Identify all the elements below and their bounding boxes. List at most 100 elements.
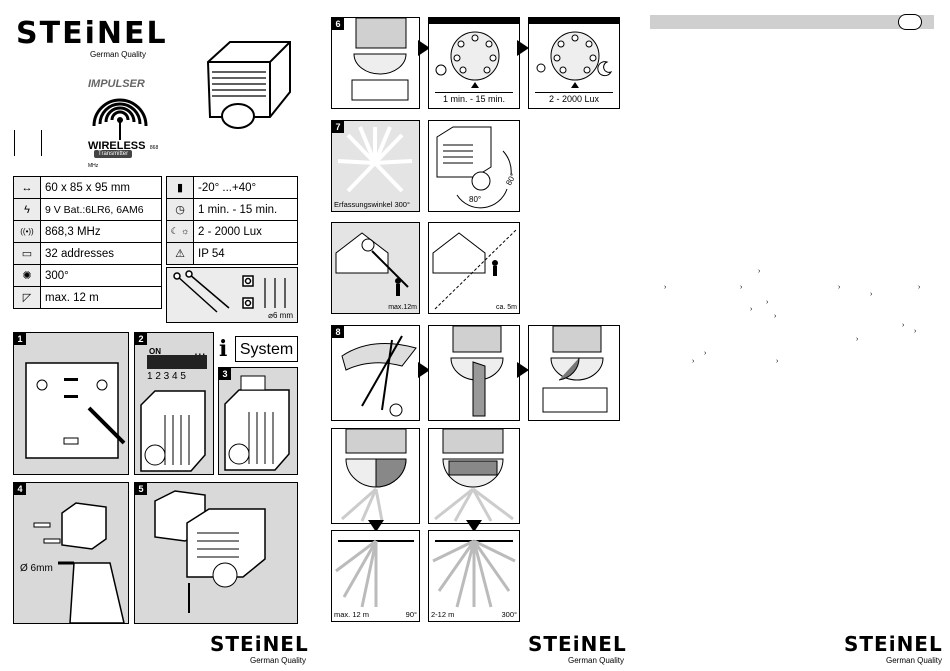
time-dial-icon xyxy=(429,18,519,88)
ref-arrow-icon: › xyxy=(914,328,917,335)
ref-arrow-icon: › xyxy=(750,306,753,313)
step-number: 8 xyxy=(332,326,344,338)
lens-open-illustration xyxy=(434,429,514,522)
dial-time-caption: 1 min. - 15 min. xyxy=(442,94,506,104)
step-arrow-icon xyxy=(517,40,529,56)
spec-row: ((•))868,3 MHz xyxy=(13,220,162,243)
pattern-90-angle: 90° xyxy=(405,610,417,619)
step-number: 4 xyxy=(14,483,26,495)
impulser-logo: IMPULSER WIRELESS 868 MHz Transmitter xyxy=(80,78,160,169)
detection-caption: Erfassungswinkel 300° xyxy=(334,200,410,209)
ref-arrow-icon: › xyxy=(774,313,777,320)
spec-value: 9 V Bat.:6LR6, 6AM6 xyxy=(40,198,162,221)
angle-label-bottom: 80° xyxy=(469,195,482,204)
step-7-panel: 7 Erfassungswinkel 300° xyxy=(331,120,420,212)
step-number: 1 xyxy=(14,333,26,345)
spec-value: -20° ...+40° xyxy=(193,176,298,199)
clock-icon: ◷ xyxy=(166,198,194,221)
step-5-panel: 5 xyxy=(134,482,298,624)
ref-arrow-icon: › xyxy=(856,336,859,343)
wireless-label: WIRELESS xyxy=(88,140,146,152)
detection-fan-icon xyxy=(337,126,413,193)
lens-cover-illustration xyxy=(450,326,504,417)
ref-arrow-icon: › xyxy=(918,284,921,291)
pattern-300-range: 2-12 m xyxy=(431,610,455,619)
range-ca-label: ca. 5m xyxy=(495,304,517,311)
dip-ellipsis: ... xyxy=(194,342,206,358)
step-2-panel: 2 ON 1 2 3 4 5 xyxy=(134,332,214,475)
time-dial-panel: 1 min. - 15 min. xyxy=(428,17,520,109)
step-number: 3 xyxy=(219,368,231,380)
lux-dial-panel: 2 - 2000 Lux xyxy=(528,17,620,109)
angle-sensor-illustration xyxy=(436,126,512,209)
brand-logo: STEiNEL xyxy=(16,16,168,51)
battery-insert-illustration xyxy=(224,375,290,471)
footer-logo: STEiNEL xyxy=(844,632,943,656)
drill-caption: Ø 6mm xyxy=(20,563,53,574)
crop-mark xyxy=(41,130,42,156)
screws-box: ⌀6 mm xyxy=(166,267,298,323)
range-ca-panel: ca. 5m xyxy=(428,222,520,314)
specs-table-right: ▮-20° ...+40° ◷1 min. - 15 min. ☾ ☼2 - 2… xyxy=(166,176,298,265)
ref-arrow-icon: › xyxy=(692,358,695,365)
spec-value: 300° xyxy=(40,264,162,287)
pattern-90-illustration xyxy=(335,539,414,608)
footer-tagline: German Quality xyxy=(250,656,307,665)
radio-icon: ((•)) xyxy=(13,220,41,243)
lens-fit-panel xyxy=(528,325,620,421)
country-badge xyxy=(898,14,922,30)
dip-switches xyxy=(147,355,207,369)
spec-row: ☾ ☼2 - 2000 Lux xyxy=(166,220,298,243)
motion-sensor-illustration xyxy=(206,41,291,129)
screws-icon xyxy=(173,270,286,313)
step-number: 5 xyxy=(135,483,147,495)
mounting-plate-illustration xyxy=(25,362,126,459)
ref-arrow-icon: › xyxy=(870,291,873,298)
pattern-300-panel: 2-12 m 300° xyxy=(428,530,520,622)
transmitter-badge: Transmitter xyxy=(94,150,133,158)
spec-row: ▭32 addresses xyxy=(13,242,162,265)
ref-arrow-icon: › xyxy=(664,284,667,291)
lens-shaded-illustration xyxy=(341,429,407,522)
pattern-90-range: max. 12 m xyxy=(334,610,370,619)
dip-on-label: ON xyxy=(149,347,161,356)
battery-icon: ϟ xyxy=(13,198,41,221)
pattern-90-panel: max. 12 m 90° xyxy=(331,530,420,622)
step-number: 7 xyxy=(332,121,344,133)
spec-row: ▮-20° ...+40° xyxy=(166,176,298,199)
footer-tagline: German Quality xyxy=(886,656,943,665)
spec-value: 1 min. - 15 min. xyxy=(193,198,298,221)
address-icon: ▭ xyxy=(13,242,41,265)
ref-arrow-icon: › xyxy=(766,299,769,306)
ref-arrow-icon: › xyxy=(704,350,707,357)
ref-arrow-icon: › xyxy=(758,268,761,275)
dial-rule xyxy=(535,92,613,93)
spec-row: ◷1 min. - 15 min. xyxy=(166,198,298,221)
spec-row: ✺300° xyxy=(13,264,162,287)
pattern-300-angle: 300° xyxy=(501,610,517,619)
spec-row: ◸max. 12 m xyxy=(13,286,162,309)
spec-value: 32 addresses xyxy=(40,242,162,265)
footer-tagline: German Quality xyxy=(568,656,625,665)
step-arrow-icon xyxy=(418,40,430,56)
house-range-illustration xyxy=(335,232,409,296)
lens-open-panel xyxy=(428,428,520,524)
dip-numbers: 1 2 3 4 5 xyxy=(147,371,186,382)
drilling-illustration xyxy=(33,502,125,623)
lens-shaded-panel xyxy=(331,428,420,524)
brand-tagline: German Quality xyxy=(90,50,147,59)
scissors-cut-illustration xyxy=(341,335,417,417)
step-number: 6 xyxy=(332,18,344,30)
step-8-panel: 8 xyxy=(331,325,420,421)
step-3-panel: 3 xyxy=(218,367,298,475)
info-icon: i xyxy=(219,336,228,362)
sensor-head-illustration xyxy=(351,18,409,101)
thermometer-icon: ▮ xyxy=(166,176,194,199)
spec-value: max. 12 m xyxy=(40,286,162,309)
sensor-housing-illustration xyxy=(140,390,206,472)
mount-sensor-illustration xyxy=(154,490,266,613)
range-max-label: max.12m xyxy=(388,304,417,311)
system-label: System xyxy=(235,336,298,362)
step-6-panel: 6 xyxy=(331,17,420,109)
